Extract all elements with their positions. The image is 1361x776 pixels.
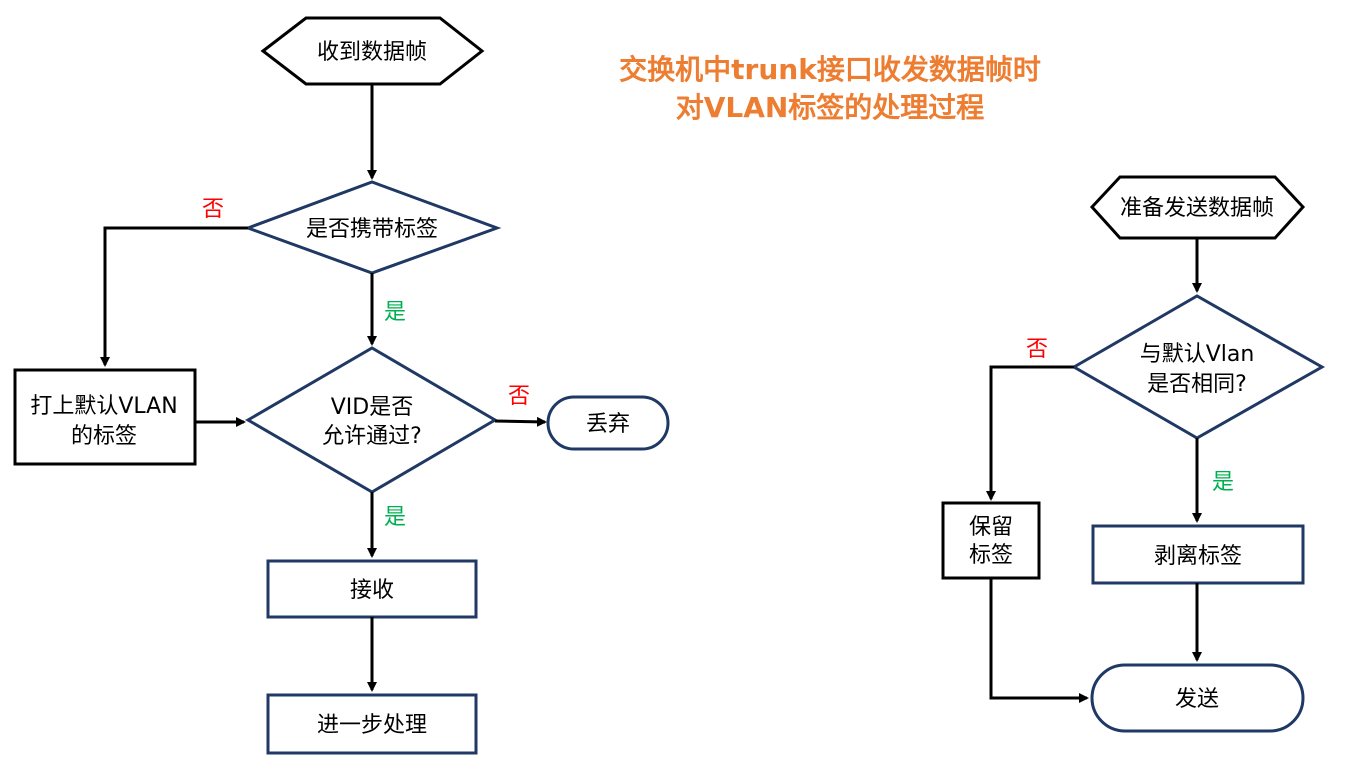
same-vlan-decision-node: 与默认Vlan 是否相同? [1070,294,1326,440]
edge-keep-to-send [989,578,1089,703]
same-no-label: 否 [1026,337,1048,362]
vid-decision-line-1: VID是否 [331,395,413,420]
send-label: 发送 [1175,687,1219,712]
tagged-decision-label: 是否携带标签 [306,217,438,242]
accept-label: 接收 [350,578,394,603]
title-line-2: 对VLAN标签的处理过程 [676,91,985,124]
keep-tag-line-1: 保留 [969,515,1013,540]
edge-same-no [986,365,1074,501]
keep-tag-line-2: 标签 [969,543,1013,568]
send-start-label: 准备发送数据帧 [1120,196,1274,221]
vid-no-label: 否 [508,384,530,409]
send-node: 发送 [1090,663,1305,733]
tagged-yes-label: 是 [384,300,406,325]
tagged-no-label: 否 [202,197,224,222]
add-default-tag-line-1: 打上默认VLAN [30,394,177,419]
edge-tagged-no [100,226,248,367]
same-yes-label: 是 [1212,470,1234,495]
keep-tag-node: 保留 标签 [941,501,1041,580]
strip-tag-node: 剥离标签 [1091,524,1305,585]
send-start-node: 准备发送数据帧 [1089,175,1306,240]
accept-node: 接收 [266,559,478,619]
process-node: 进一步处理 [266,693,478,755]
discard-node: 丢弃 [546,395,670,451]
add-default-tag-node: 打上默认VLAN 的标签 [13,368,197,466]
discard-label: 丢弃 [586,412,630,437]
edge-vid-no [494,416,547,427]
strip-tag-label: 剥离标签 [1154,544,1242,569]
vid-decision-line-2: 允许通过? [322,424,422,449]
same-vlan-decision-line-2: 是否相同? [1147,372,1247,397]
tagged-decision-node: 是否携带标签 [243,180,502,275]
same-vlan-decision-line-1: 与默认Vlan [1140,342,1255,367]
vid-decision-node: VID是否 允许通过? [245,346,498,494]
receive-start-node: 收到数据帧 [260,16,485,86]
add-default-tag-line-2: 的标签 [71,424,137,449]
receive-start-label: 收到数据帧 [317,40,427,65]
title-line-1: 交换机中trunk接口收发数据帧时 [619,53,1041,86]
vid-yes-label: 是 [384,505,406,530]
process-label: 进一步处理 [317,713,427,738]
